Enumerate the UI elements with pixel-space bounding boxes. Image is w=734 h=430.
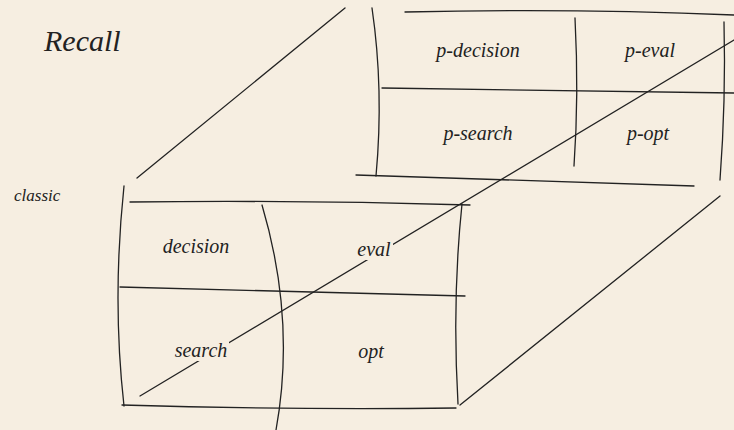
grid-cell: opt bbox=[286, 298, 456, 404]
grid-cell: decision bbox=[126, 206, 266, 286]
cell-label: p-opt bbox=[625, 122, 671, 144]
cell-label: p-search bbox=[441, 122, 514, 144]
page-title: Recall bbox=[44, 24, 121, 58]
grid-cell: p-decision bbox=[382, 12, 574, 88]
side-note: classic bbox=[14, 186, 60, 206]
cell-label: p-decision bbox=[434, 39, 521, 61]
grid-cell: eval bbox=[290, 206, 458, 292]
grid-cell: p-opt bbox=[576, 92, 720, 174]
grid-cell: p-eval bbox=[576, 12, 724, 88]
cell-label: p-eval bbox=[623, 39, 677, 61]
cell-label: eval bbox=[355, 238, 392, 260]
cell-label: opt bbox=[356, 340, 386, 362]
cell-label: search bbox=[173, 339, 230, 361]
grid-cell: search bbox=[126, 296, 276, 404]
grid-cell: p-search bbox=[382, 92, 574, 174]
cell-label: decision bbox=[161, 235, 232, 257]
